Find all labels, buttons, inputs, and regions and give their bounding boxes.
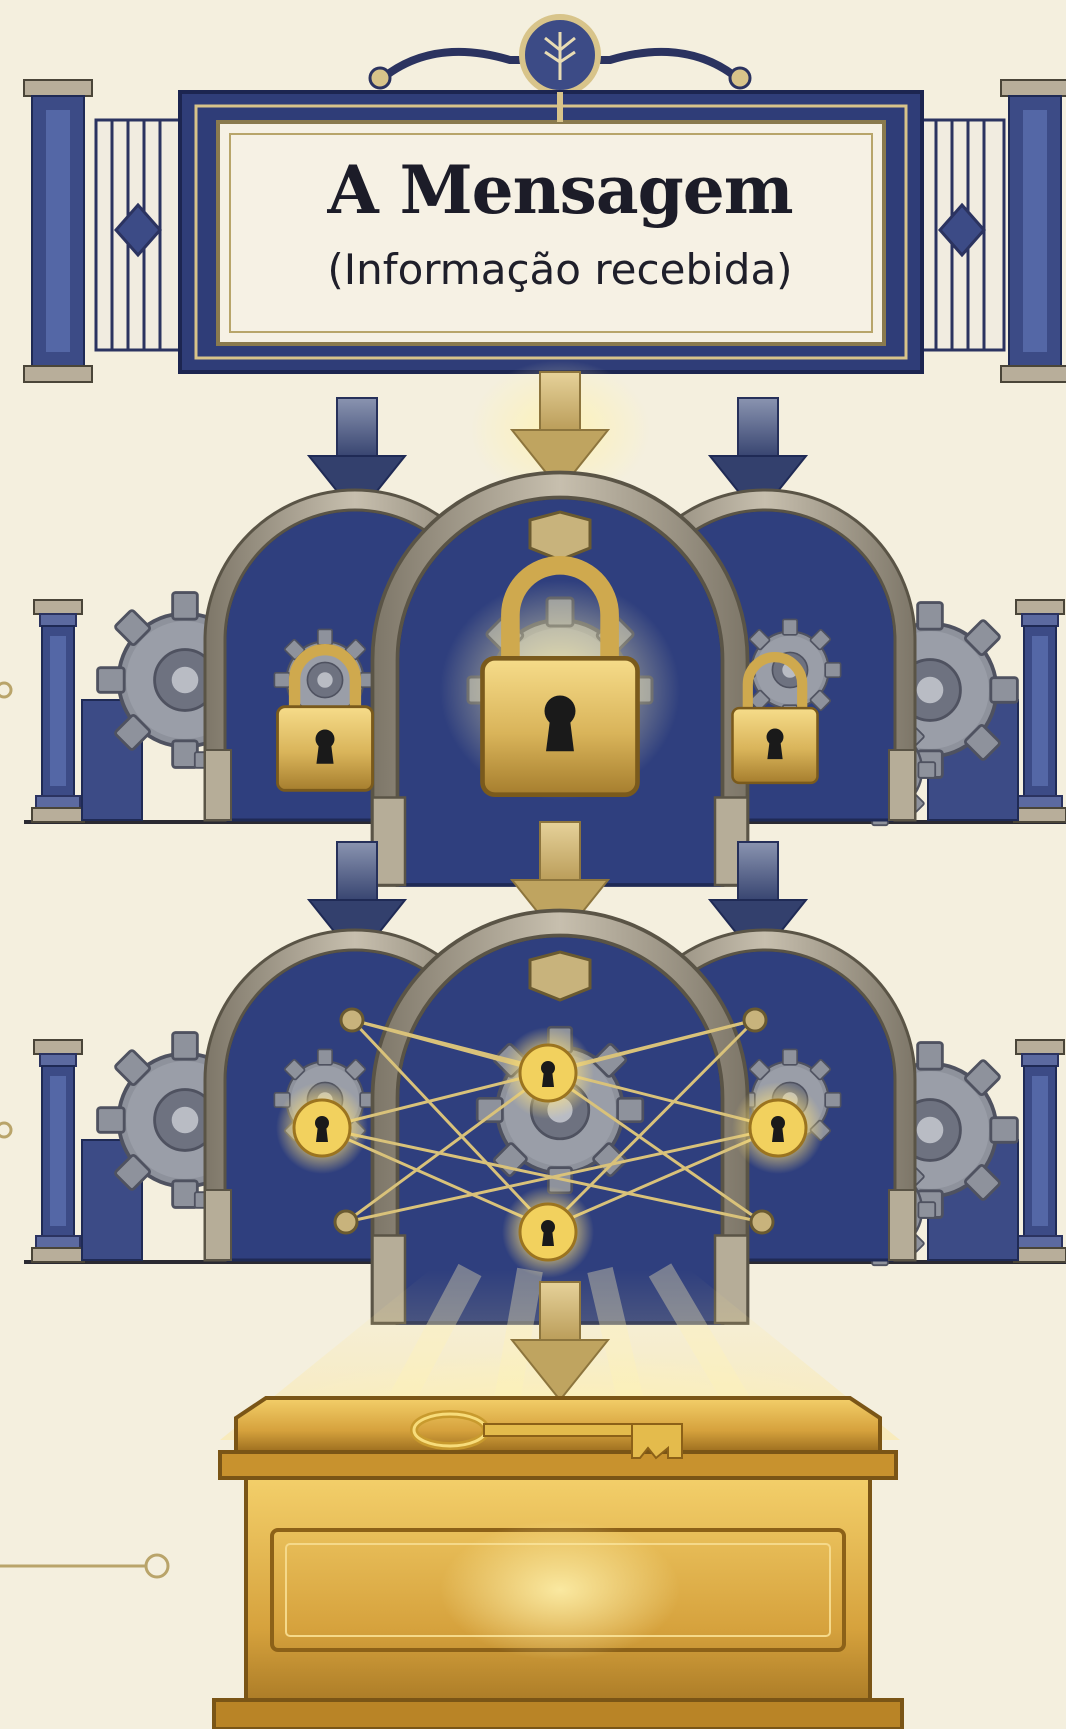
left-grille [96, 120, 180, 350]
sign-title: A Mensagem [230, 150, 890, 230]
keyhole-network [0, 911, 1066, 1324]
right-pillar [1001, 80, 1066, 382]
keyhole-icon [732, 1082, 824, 1174]
keyhole-icon [502, 1027, 594, 1119]
column [1014, 600, 1066, 822]
left-pillar [24, 80, 92, 382]
side-connector [0, 1555, 168, 1577]
treasure-chest [214, 1398, 902, 1729]
crest [370, 17, 750, 93]
right-grille [920, 120, 1004, 350]
column [32, 600, 84, 822]
lock-machine [0, 473, 1066, 886]
column [1014, 1040, 1066, 1262]
keyhole-icon [276, 1082, 368, 1174]
keyhole-icon [502, 1186, 594, 1278]
column [32, 1040, 84, 1262]
sign-subtitle: (Informação recebida) [230, 244, 890, 296]
